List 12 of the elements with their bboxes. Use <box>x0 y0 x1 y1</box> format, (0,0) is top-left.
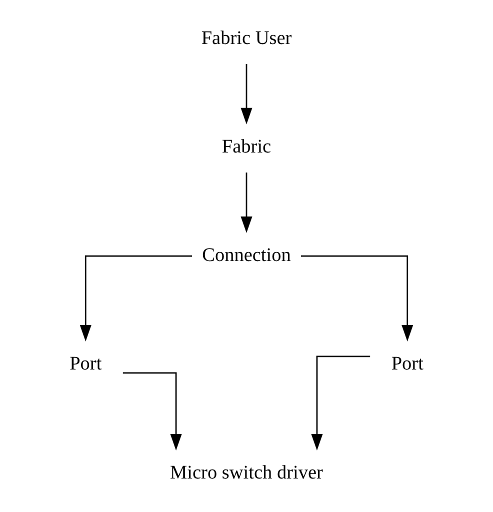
node-text: Port <box>391 354 424 375</box>
node-text: Fabric User <box>201 28 292 49</box>
arrow <box>80 255 192 342</box>
node-text: Port <box>70 354 102 375</box>
arrow <box>311 356 370 451</box>
node-text: Connection <box>202 245 291 266</box>
arrow <box>240 172 252 234</box>
arrow <box>240 64 252 124</box>
node-text: Micro switch driver <box>170 462 323 484</box>
arrow <box>300 255 414 342</box>
arrow <box>122 372 182 451</box>
node-text: Fabric <box>222 136 272 158</box>
